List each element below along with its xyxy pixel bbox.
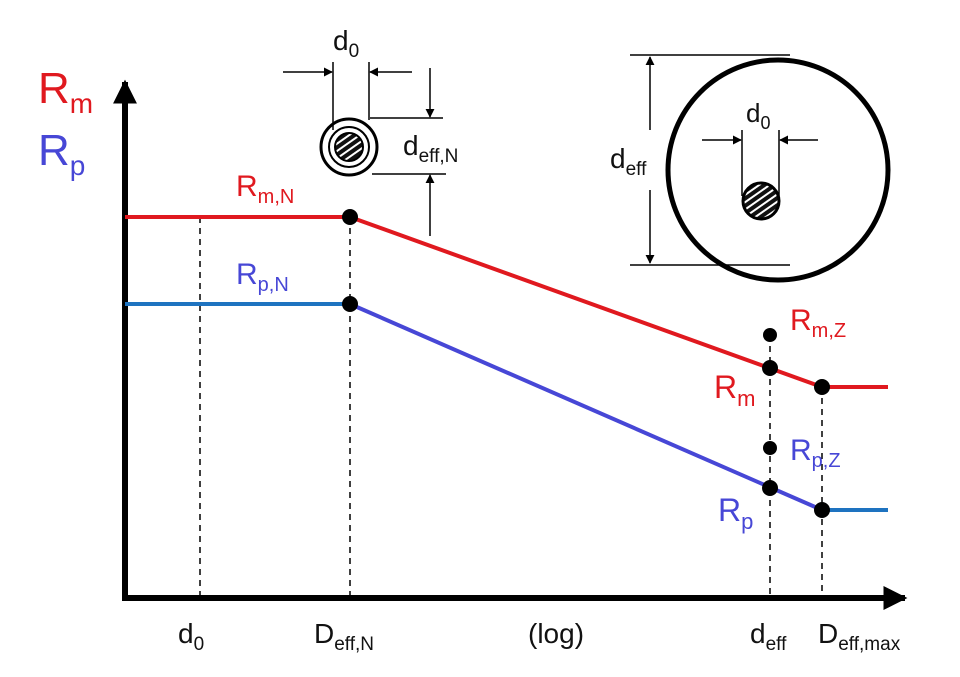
label-rp-n: Rp,N: [236, 258, 289, 296]
points: [342, 209, 830, 518]
x-label-log: (log): [528, 618, 584, 649]
point-rp-max: [814, 502, 830, 518]
rm-curve: [125, 215, 888, 389]
x-label-deff: deff: [750, 618, 787, 655]
point-rm: [762, 360, 778, 376]
x-label-deff-n: Deff,N: [314, 618, 374, 655]
point-rm-z: [763, 328, 777, 342]
y-label-rp: Rp: [38, 126, 85, 181]
point-rm-n: [342, 209, 358, 225]
point-rp-n: [342, 296, 358, 312]
y-label-rm: Rm: [38, 64, 93, 119]
rp-curve-slope: [349, 302, 823, 512]
x-label-deff-max: Deff,max: [818, 618, 901, 655]
label-rm: Rm: [714, 369, 755, 411]
inset-small-cross-section: [283, 62, 446, 236]
point-rp-z: [763, 441, 777, 455]
label-rm-n: Rm,N: [236, 170, 294, 208]
inset-large-d0-label: d0: [746, 98, 770, 133]
inset-small-deff-n-label: deff,N: [403, 130, 458, 167]
inset-small-d0-label: d0: [333, 25, 359, 62]
x-label-d0: d0: [178, 618, 204, 655]
label-rm-z: Rm,Z: [790, 304, 846, 342]
inset-large-deff-label: deff: [610, 143, 647, 180]
label-rp: Rp: [718, 492, 753, 534]
point-rp: [762, 480, 778, 496]
label-rp-z: Rp,Z: [790, 434, 841, 472]
inset-large-cross-section: [630, 54, 891, 283]
dashed-guides: [199, 217, 823, 596]
point-rm-max: [814, 379, 830, 395]
